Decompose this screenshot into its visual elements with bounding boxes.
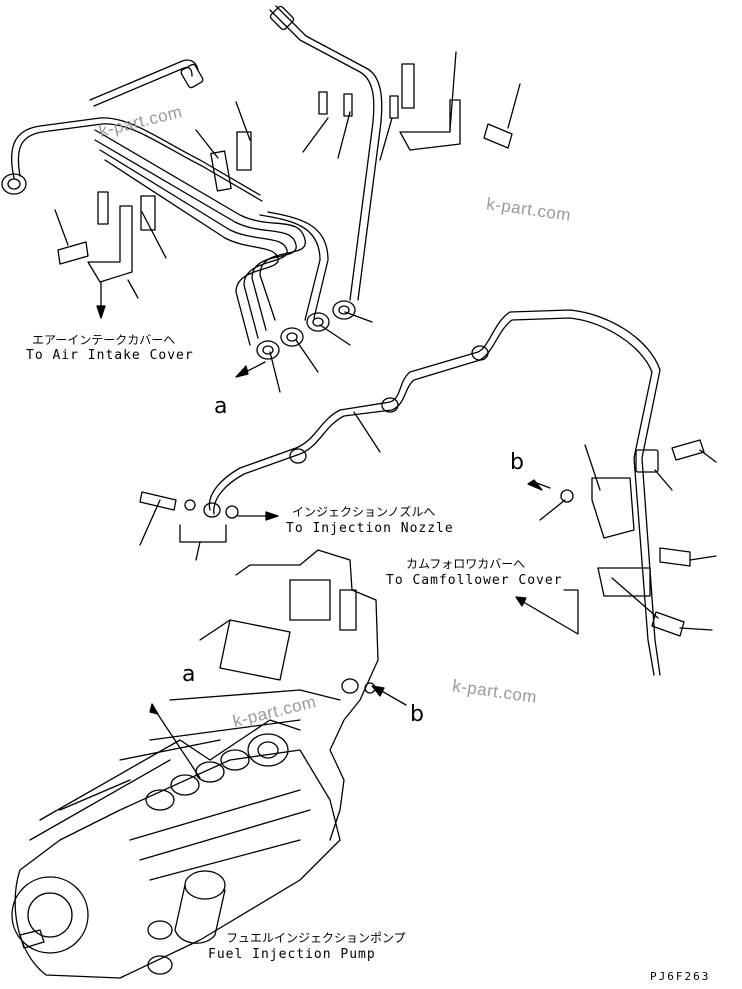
air-intake-label-en: To Air Intake Cover <box>26 348 194 363</box>
fuel-pump-label-jp: フュエルインジェクションポンプ <box>226 931 406 945</box>
leader-arrows-mid <box>139 499 579 635</box>
injection-nozzle-label-jp: インジェクションノズルへ <box>292 505 436 519</box>
injection-nozzle-label-en: To Injection Nozzle <box>286 521 454 536</box>
camfollower-label-jp: カムフォロワカバーへ <box>406 557 526 571</box>
return-pipe <box>139 309 661 676</box>
pipe-clamps <box>140 91 399 231</box>
callout-b-pump: b <box>410 702 424 727</box>
air-intake-label-jp: エアーインテークカバーへ <box>32 333 176 347</box>
leader-lines-top <box>54 51 521 393</box>
camfollower-label-en: To Camfollower Cover <box>386 573 563 588</box>
bracket-top-right <box>399 63 513 151</box>
bracket-left <box>57 191 133 319</box>
callout-a-pump: a <box>182 662 196 687</box>
fuel-injection-pump <box>11 549 407 979</box>
fuel-pump-label-en: Fuel Injection Pump <box>208 947 376 962</box>
injection-pipe-bundle <box>10 5 383 346</box>
callout-a-top: a <box>214 394 228 419</box>
bracket-right <box>527 439 717 637</box>
callout-b-right: b <box>510 450 524 475</box>
drawing-code: PJ6F263 <box>650 970 711 983</box>
pipe-nuts <box>1 5 356 360</box>
